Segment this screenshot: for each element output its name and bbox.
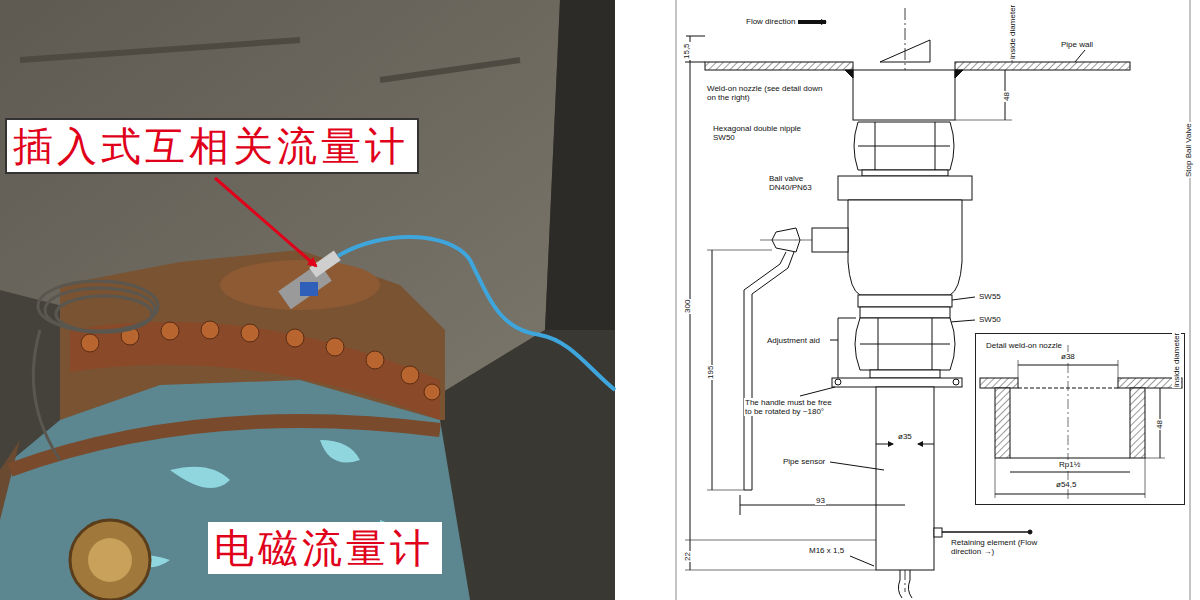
dimension: ø35 xyxy=(897,432,913,441)
dimension: 48 xyxy=(1155,419,1164,430)
part-label: Retaining element (Flow direction →) xyxy=(950,538,1048,556)
part-label: SW50 xyxy=(978,315,1002,324)
part-label: Hexagonal double nipple SW50 xyxy=(712,124,810,142)
dimension: 15,5 xyxy=(682,42,691,60)
tab-label: Stop Ball Valve xyxy=(1184,122,1193,178)
callout-box: 插入式互相关流量计 xyxy=(5,118,419,174)
dimension: Rp1½ xyxy=(1058,460,1081,469)
dimension: 195 xyxy=(706,365,715,380)
part-label: M16 x 1,5 xyxy=(808,546,845,555)
part-label: Weld-on nozzle (see detail down on the r… xyxy=(706,84,826,102)
node-text: Detail weld-on nozzle xyxy=(984,341,1064,351)
dimension: ø54,5 xyxy=(1055,480,1077,489)
part-label: SW55 xyxy=(978,292,1002,301)
sensor-drawing xyxy=(676,0,1190,600)
note: The handle must be free to be rotated by… xyxy=(744,398,834,416)
part-label: Ball valve DN40/PN63 xyxy=(768,174,832,192)
part-label: Pipe sensor xyxy=(782,457,826,466)
site-photo xyxy=(0,0,615,600)
part-label: Adjustment aid xyxy=(766,336,821,345)
detail-frame: Detail weld-on nozzle xyxy=(975,333,1185,505)
dimension: 22 xyxy=(683,551,692,562)
dimension: ø38 xyxy=(1060,352,1076,361)
flow-label: Flow direction xyxy=(745,17,796,26)
dimension: 93 xyxy=(815,496,826,505)
node-text: 插入式互相关流量计 xyxy=(13,123,409,169)
dimension: 48 xyxy=(1002,91,1011,102)
dimension-note: inside diameter xyxy=(1172,332,1181,388)
callout-box: 电磁流量计 xyxy=(208,522,442,574)
node-text: 电磁流量计 xyxy=(214,525,434,571)
dimension: 300 xyxy=(683,299,692,314)
part-label: Pipe wall xyxy=(1060,40,1094,49)
dimension-note: inside diameter xyxy=(1008,4,1017,60)
